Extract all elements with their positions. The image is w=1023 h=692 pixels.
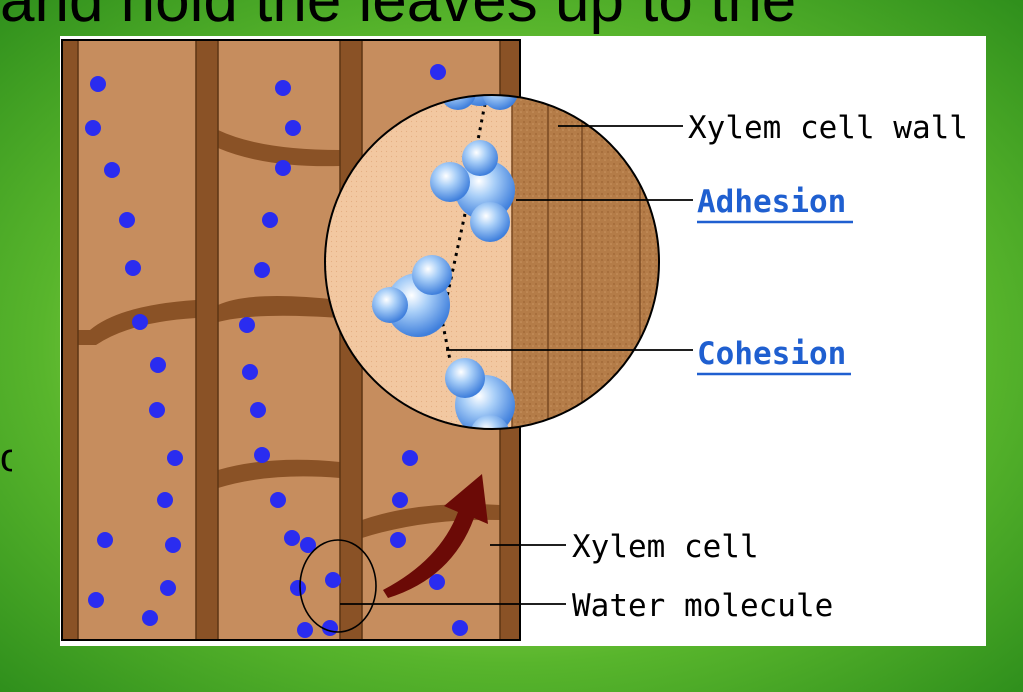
label-adhesion[interactable]: Adhesion: [697, 184, 846, 220]
label-cohesion[interactable]: Cohesion: [697, 336, 846, 372]
label-xylem-cell-wall: Xylem cell wall: [688, 110, 968, 146]
label-xylem-cell: Xylem cell: [572, 529, 759, 565]
label-water-molecule: Water molecule: [572, 588, 833, 624]
